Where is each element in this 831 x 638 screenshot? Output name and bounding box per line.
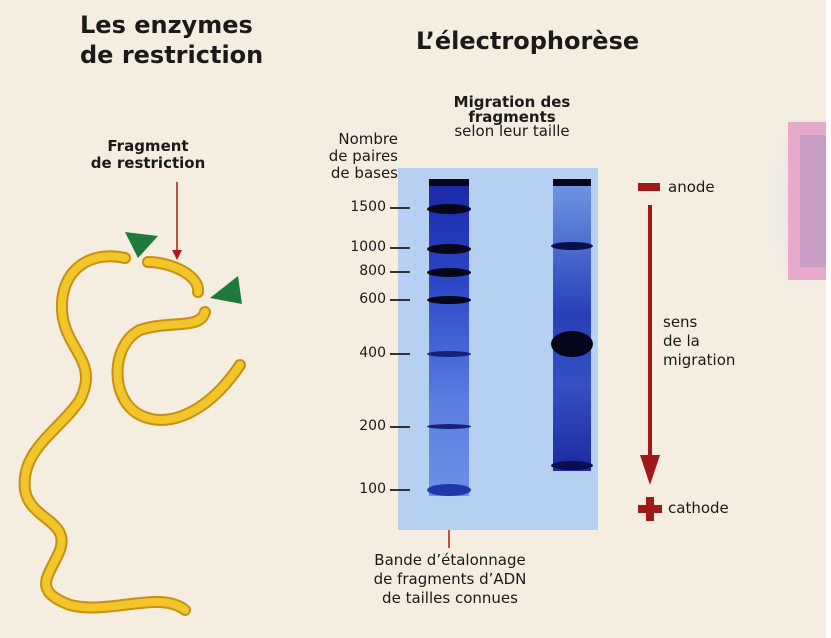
band-600 [427,296,471,304]
left-title: Les enzymes de restriction [80,10,263,70]
axis-label-line2: de paires [328,147,398,165]
tick-mark [390,271,410,273]
fragment-arrow-icon [172,250,182,260]
migration-heading: Migration des fragments selon leur taill… [412,94,612,140]
axis-label-line1: Nombre [338,130,398,148]
migration-direction-label: sens de la migration [663,313,735,370]
electrophoresis-gel [398,168,598,530]
tick-mark [390,426,410,428]
migration-title-line1: Migration des [453,93,571,111]
anode-label: anode [668,178,715,196]
sample-lane [551,186,593,471]
tick-mark [390,353,410,355]
ladder-caption-line1: Bande d’étalonnage [374,551,526,569]
tick-mark [390,489,410,491]
ladder-caption: Bande d’étalonnage de fragments d’ADN de… [330,551,570,608]
fragment-label: Fragment de restriction [68,138,228,172]
left-title-line2: de restriction [80,41,264,69]
tick-label: 1500 [350,199,386,215]
ladder-lane [427,186,471,496]
tick-label: 800 [359,263,386,279]
axis-label: Nombre de paires de bases [296,131,398,182]
enzyme-icon [125,232,158,258]
migration-arrow-icon [640,455,660,485]
anode-minus-icon [638,183,660,191]
band-100 [427,484,471,496]
tick-label: 100 [359,481,386,497]
direction-line1: sens [663,313,698,331]
ladder-caption-line2: de fragments d’ADN [373,570,527,588]
migration-title-line2: fragments [468,108,556,126]
enzyme-icon [210,276,242,304]
tick-mark [390,299,410,301]
tick-label: 600 [359,291,386,307]
purple-panel [800,135,831,267]
left-title-line1: Les enzymes [80,11,253,39]
sample-band-1000 [551,242,593,250]
band-400 [427,351,471,357]
cathode-label: cathode [668,499,729,517]
cathode-plus-icon [638,497,662,521]
fragment-label-line2: de restriction [90,154,206,172]
band-800 [427,268,471,277]
tick-label: 1000 [350,239,386,255]
band-1000 [427,244,471,254]
right-title: L’électrophorèse [416,27,640,55]
fragment-label-line1: Fragment [107,137,189,155]
tick-mark [390,247,410,249]
tick-label: 400 [359,345,386,361]
ladder-caption-line3: de tailles connues [382,589,518,607]
sample-band-bottom [551,461,593,470]
tick-label: 200 [359,418,386,434]
direction-line2: de la [663,332,700,350]
pink-frame [788,122,831,280]
migration-subtitle: selon leur taille [454,122,570,140]
well-sample [553,179,591,186]
band-200 [427,424,471,429]
direction-line3: migration [663,351,736,369]
tick-mark [390,207,410,209]
band-1500 [427,204,471,214]
well-ladder [429,179,469,186]
right-edge [826,0,831,638]
axis-label-line3: de bases [330,164,398,182]
sample-band-400 [551,331,593,357]
